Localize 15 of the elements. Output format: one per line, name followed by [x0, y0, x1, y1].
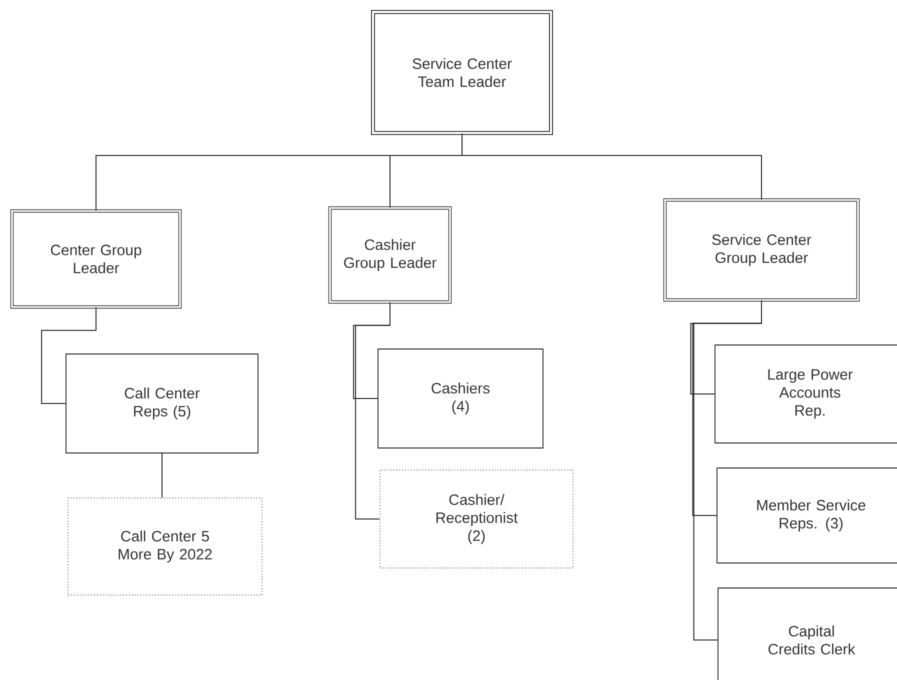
position-box: Member Service Reps. (3) — [716, 468, 897, 564]
connector-line — [41, 306, 96, 404]
position-box: Call Center 5 More By 2022 — [68, 498, 262, 596]
position-box: Capital Credits Clerk — [718, 588, 897, 680]
position-box: Call Center Reps (5) — [66, 354, 258, 454]
connector-line — [693, 300, 762, 640]
connector-line — [355, 302, 390, 520]
position-box: Service Center Team Leader — [371, 10, 553, 135]
position-box: Center Group Leader — [10, 209, 182, 309]
position-box: Cashier Group Leader — [328, 206, 452, 304]
connector-line — [462, 132, 762, 200]
position-box: Service Center Group Leader — [663, 198, 860, 302]
position-box: Cashier/ Receptionist (2) — [380, 470, 574, 568]
position-box: Cashiers (4) — [378, 348, 544, 448]
position-box: Large Power Accounts Rep. — [714, 344, 897, 444]
